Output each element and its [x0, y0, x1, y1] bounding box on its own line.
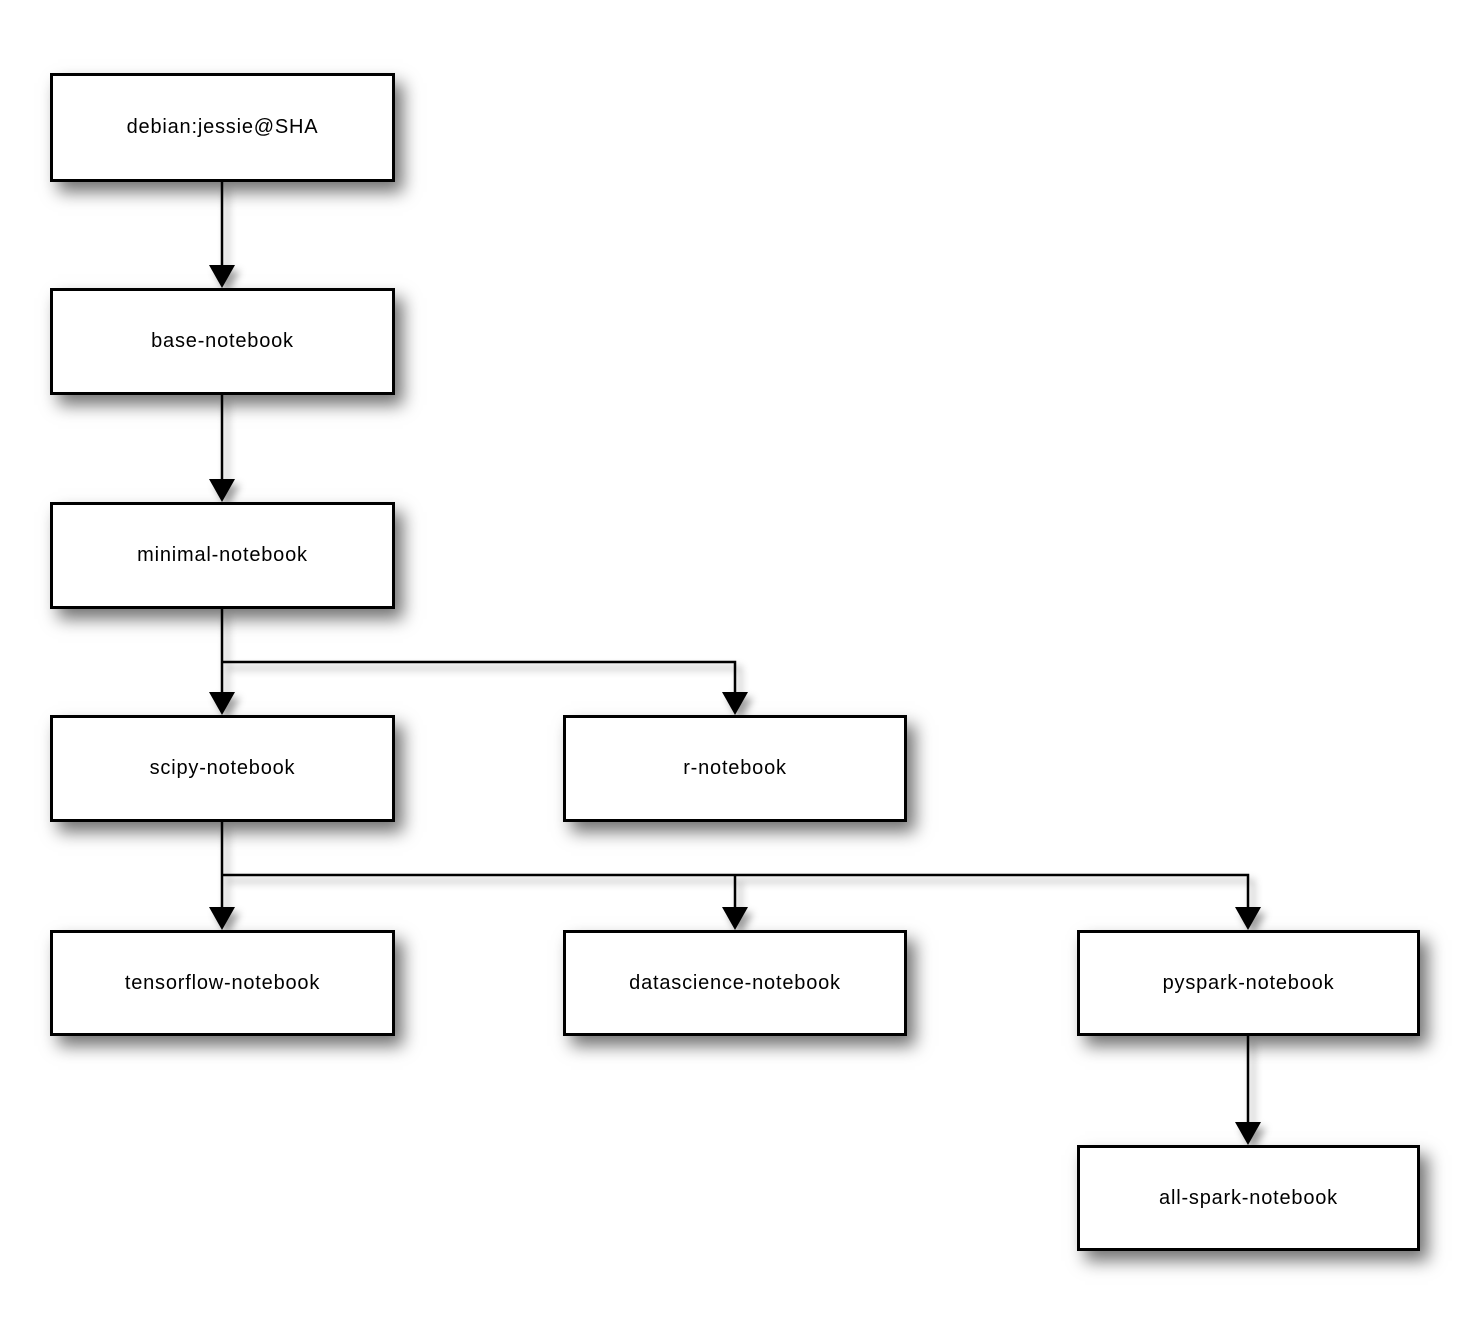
arrowhead-allspark — [1235, 1122, 1261, 1145]
edge-minimal-to-r — [222, 660, 737, 693]
node-pyspark-notebook: pyspark-notebook — [1077, 930, 1420, 1036]
arrowhead-datascience — [722, 907, 748, 930]
arrowhead-pyspark — [1235, 907, 1261, 930]
edge-scipy-to-pyspark — [222, 873, 1250, 908]
node-base-notebook: base-notebook — [50, 288, 395, 395]
node-all-spark-notebook: all-spark-notebook — [1077, 1145, 1420, 1251]
node-label-debian-jessie: debian:jessie@SHA — [126, 116, 319, 138]
node-label-minimal-notebook: minimal-notebook — [137, 544, 308, 566]
arrowhead-base — [209, 265, 235, 288]
arrowhead-scipy — [209, 692, 235, 715]
node-scipy-notebook: scipy-notebook — [50, 715, 395, 822]
node-label-datascience-notebook: datascience-notebook — [629, 971, 841, 994]
node-label-scipy-notebook: scipy-notebook — [149, 757, 296, 779]
node-label-tensorflow-notebook: tensorflow-notebook — [124, 971, 321, 994]
node-minimal-notebook: minimal-notebook — [50, 502, 395, 609]
arrowhead-tensorflow — [209, 907, 235, 930]
arrowhead-r — [722, 692, 748, 715]
node-debian-jessie: debian:jessie@SHA — [50, 73, 395, 182]
arrowhead-minimal — [209, 479, 235, 502]
node-label-pyspark-notebook: pyspark-notebook — [1162, 971, 1335, 994]
node-datascience-notebook: datascience-notebook — [563, 930, 907, 1036]
node-label-all-spark-notebook: all-spark-notebook — [1159, 1186, 1338, 1209]
node-tensorflow-notebook: tensorflow-notebook — [50, 930, 395, 1036]
node-r-notebook: r-notebook — [563, 715, 907, 822]
node-label-base-notebook: base-notebook — [151, 330, 294, 352]
node-label-r-notebook: r-notebook — [683, 757, 787, 779]
